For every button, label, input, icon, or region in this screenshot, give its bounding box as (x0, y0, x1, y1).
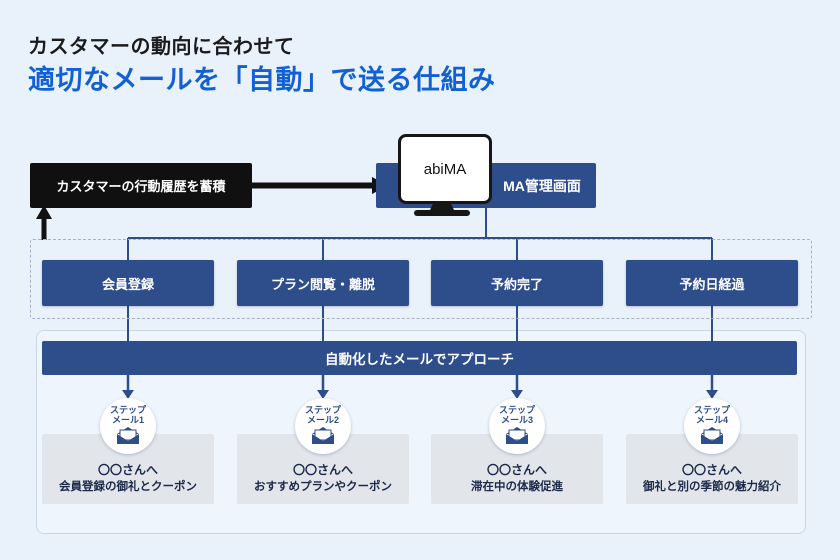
envelope-icon (117, 427, 139, 444)
mail-card-message: おすすめプランやクーポン (254, 481, 392, 493)
envelope-icon (701, 427, 723, 444)
badge-line: メール3 (500, 415, 533, 425)
envelope-icon (312, 427, 334, 444)
badge-line: ステップ (693, 405, 730, 415)
badge-line: メール1 (111, 415, 144, 425)
badge-line: ステップ (498, 405, 535, 415)
event-label: プラン閲覧・離脱 (270, 276, 375, 292)
event-label: 予約日経過 (679, 276, 745, 292)
badge-line: メール4 (695, 415, 728, 425)
monitor-icon: abiMA (398, 134, 492, 204)
event-box-booking-complete: 予約完了 (431, 260, 603, 306)
approach-bar-label: 自動化したメールでアプローチ (325, 352, 514, 367)
badge-line: ステップ (109, 405, 146, 415)
step-mail-badge-3: ステップ メール3 (489, 398, 545, 454)
event-label: 予約完了 (490, 276, 543, 292)
mail-card-recipient: 〇〇さんへ (681, 463, 742, 477)
page-subtitle: カスタマーの動向に合わせて (28, 36, 295, 58)
history-box-label: カスタマーの行動履歴を蓄積 (56, 179, 226, 194)
approach-bar: 自動化したメールでアプローチ (42, 341, 797, 375)
mail-card-message: 御礼と別の季節の魅力紹介 (643, 481, 781, 493)
event-box-registration: 会員登録 (42, 260, 214, 306)
badge-line: ステップ (304, 405, 341, 415)
mail-card-recipient: 〇〇さんへ (486, 463, 547, 477)
page-title: 適切なメールを「自動」で送る仕組み (28, 65, 496, 95)
events-frame (30, 239, 812, 319)
mail-card-recipient: 〇〇さんへ (292, 463, 353, 477)
badge-line: メール2 (306, 415, 339, 425)
ma-screen-label: MA管理画面 (503, 177, 581, 194)
monitor-stand-icon (430, 201, 454, 210)
mail-card-recipient: 〇〇さんへ (97, 463, 158, 477)
step-mail-badge-2: ステップ メール2 (295, 398, 351, 454)
mail-card-message: 滞在中の体験促進 (471, 481, 563, 493)
history-box: カスタマーの行動履歴を蓄積 (30, 163, 252, 208)
event-box-after-booking-date: 予約日経過 (626, 260, 798, 306)
event-box-plan-view: プラン閲覧・離脱 (237, 260, 409, 306)
event-label: 会員登録 (101, 276, 154, 292)
monitor-base-icon (414, 210, 470, 216)
envelope-icon (506, 427, 528, 444)
step-mail-badge-1: ステップ メール1 (100, 398, 156, 454)
step-mail-badge-4: ステップ メール4 (684, 398, 740, 454)
monitor-brand-label: abiMA (423, 160, 467, 178)
mail-card-message: 会員登録の御礼とクーポン (59, 481, 197, 493)
